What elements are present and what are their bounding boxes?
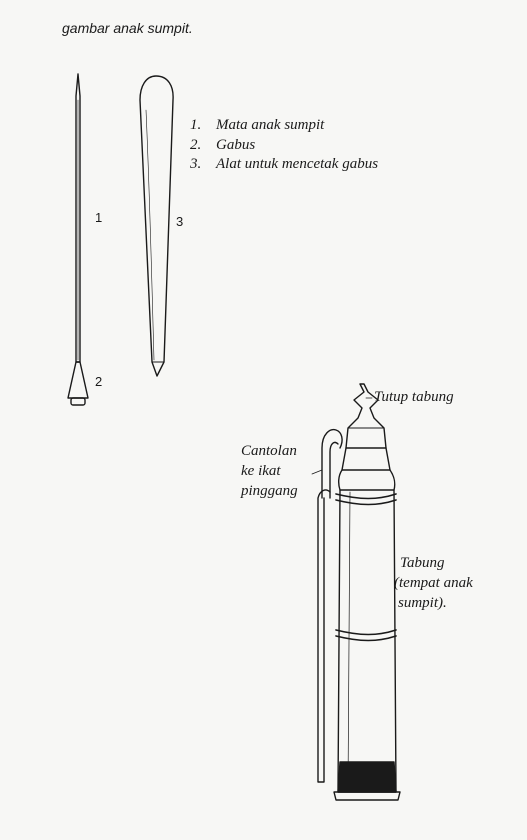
quiver-binding-mid bbox=[335, 629, 397, 642]
label-hook-1: Cantolan bbox=[241, 443, 297, 459]
legend-item: 2. Gabus bbox=[190, 136, 378, 156]
quiver-hook-rod bbox=[317, 489, 331, 783]
legend-text: Mata anak sumpit bbox=[216, 117, 325, 133]
cork-mold-drawing bbox=[139, 75, 174, 377]
dart-cork bbox=[67, 361, 89, 399]
dart-cork-base bbox=[70, 397, 86, 406]
legend-number: 2. bbox=[190, 136, 202, 153]
label-tube-2: (tempat anak bbox=[394, 575, 473, 591]
label-tube-3: sumpit). bbox=[398, 595, 447, 611]
label-lid: Tutup tabung bbox=[374, 389, 454, 405]
parts-legend: 1. Mata anak sumpit 2. Gabus 3. Alat untuk … bbox=[190, 116, 378, 175]
label-hook-3: pinggang bbox=[241, 483, 298, 499]
cork-mold-outline bbox=[139, 75, 174, 377]
quiver-binding-top bbox=[335, 493, 397, 506]
page-title: gambar anak sumpit. bbox=[62, 20, 193, 36]
label-hook-2: ke ikat bbox=[241, 463, 281, 479]
dart-drawing bbox=[67, 73, 89, 406]
legend-text: Gabus bbox=[216, 136, 256, 153]
legend-text: Alat untuk mencetak gabus bbox=[216, 156, 379, 172]
legend-number: 3. bbox=[190, 156, 202, 172]
part-label-1: 1 bbox=[95, 210, 103, 225]
label-tube-1: Tabung bbox=[400, 555, 445, 571]
part-label-3: 3 bbox=[176, 214, 184, 229]
quiver-bottom bbox=[337, 761, 397, 793]
part-label-2: 2 bbox=[95, 374, 103, 389]
legend-number: 1. bbox=[190, 117, 202, 133]
quiver-hook bbox=[321, 428, 343, 499]
quiver-drawing bbox=[311, 383, 401, 801]
legend-item: 3. Alat untuk mencetak gabus bbox=[190, 155, 378, 175]
legend-item: 1. Mata anak sumpit bbox=[190, 116, 378, 136]
